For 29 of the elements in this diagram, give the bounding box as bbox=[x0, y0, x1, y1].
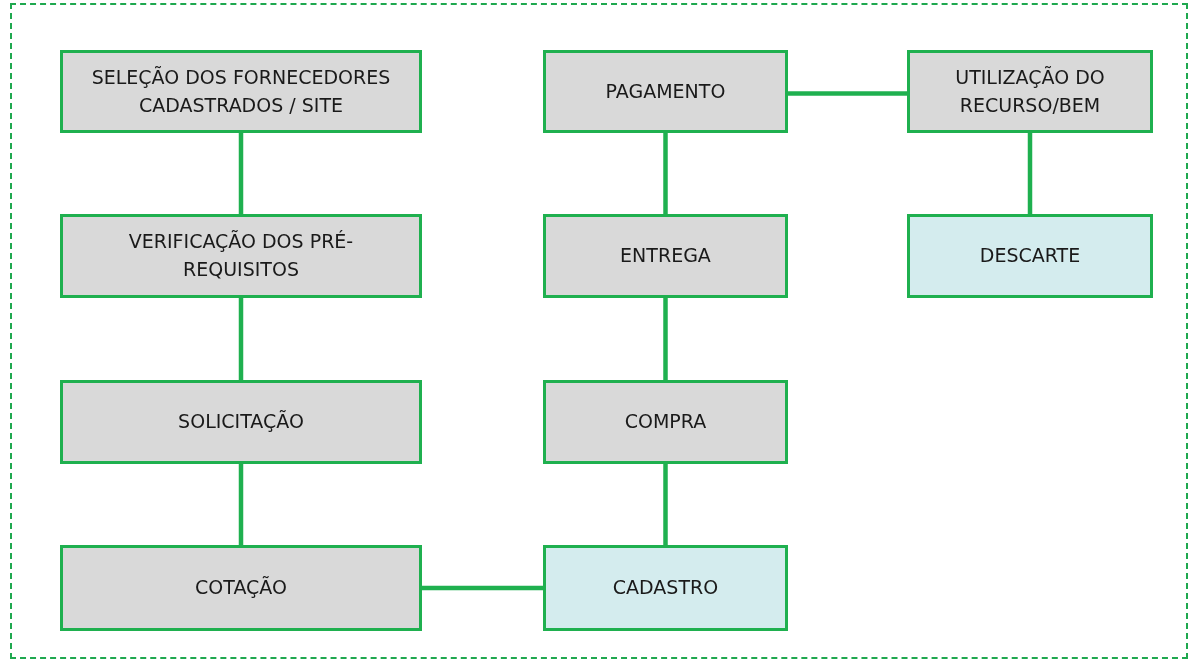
connector-line bbox=[1027, 133, 1033, 214]
process-box bbox=[543, 50, 788, 133]
step-label: DESCARTE bbox=[979, 243, 1081, 269]
step-label: COTAÇÃO bbox=[195, 575, 287, 601]
step-label: VERIFICAÇÃO DOS PRÉ-REQUISITOS bbox=[127, 229, 355, 282]
step-label: CADASTRO bbox=[612, 575, 719, 601]
process-box bbox=[907, 50, 1153, 133]
connector-line bbox=[238, 298, 244, 380]
connector-line bbox=[663, 298, 668, 380]
process-box bbox=[543, 214, 788, 298]
connector-line bbox=[663, 464, 668, 545]
step-label: ENTREGA bbox=[620, 243, 711, 269]
step-label: PAGAMENTO bbox=[605, 78, 726, 104]
step-label: SOLICITAÇÃO bbox=[178, 409, 304, 435]
process-box bbox=[543, 380, 788, 464]
connector-line bbox=[238, 133, 244, 214]
connector-line bbox=[422, 585, 543, 591]
step-label: SELEÇÃO DOS FORNECEDORES CADASTRADOS / SITE bbox=[90, 64, 392, 118]
process-box bbox=[60, 380, 422, 464]
connector-line bbox=[663, 133, 668, 214]
process-box bbox=[543, 545, 788, 631]
process-box bbox=[60, 214, 422, 298]
process-box bbox=[907, 214, 1153, 298]
step-label: UTILIZAÇÃO DO RECURSO/BEM bbox=[954, 64, 1106, 118]
step-label: COMPRA bbox=[624, 409, 707, 435]
process-box bbox=[60, 50, 422, 133]
connector-line bbox=[238, 464, 244, 545]
connector-line bbox=[788, 91, 907, 96]
process-box bbox=[60, 545, 422, 631]
